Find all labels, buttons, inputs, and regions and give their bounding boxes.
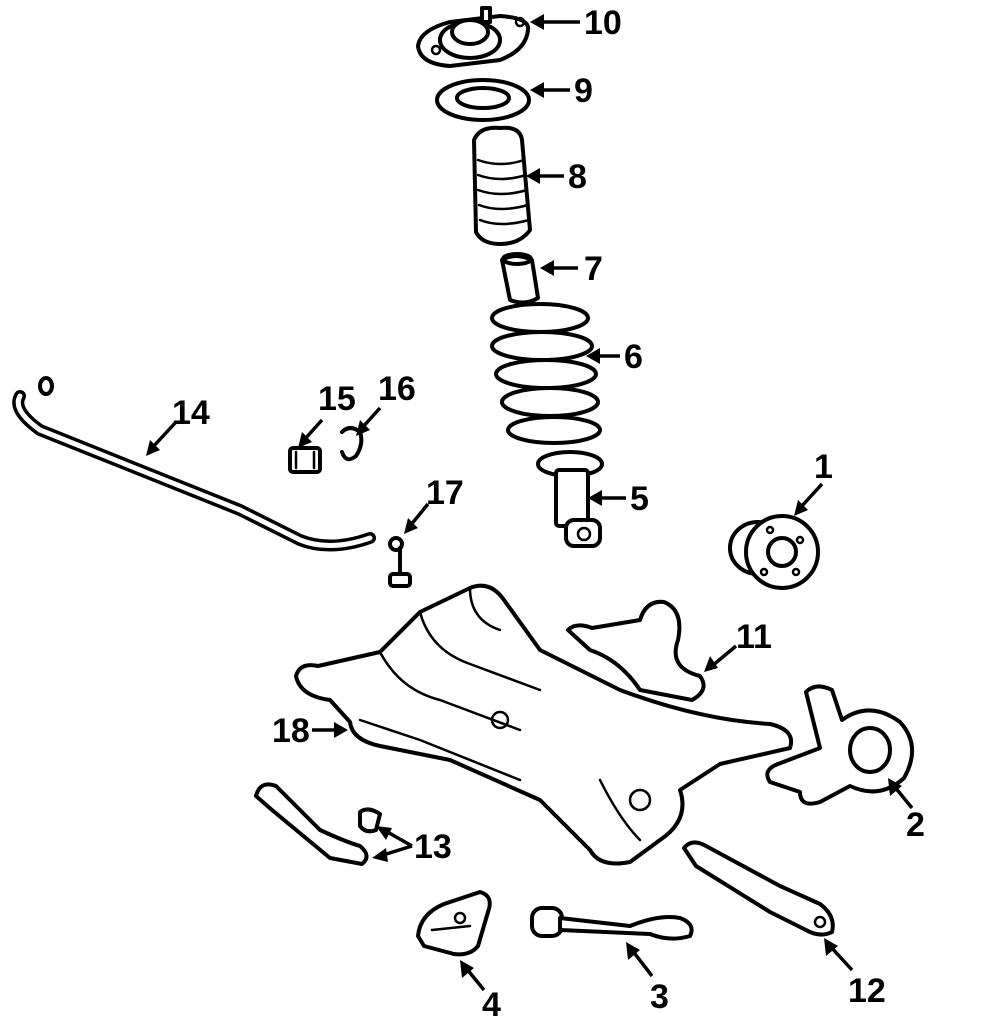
callout-13: 13 (414, 828, 452, 866)
part-10-strut-mount (416, 6, 531, 68)
callout-15: 15 (318, 380, 356, 418)
part-3-lateral-link (530, 906, 694, 941)
part-12-trailing-arm (682, 840, 835, 937)
part-7-bump-stop (500, 252, 540, 305)
part-4-bracket (416, 890, 492, 957)
callout-5: 5 (630, 480, 649, 518)
callout-18: 18 (272, 712, 310, 750)
callout-4: 4 (482, 986, 501, 1024)
part-15-bushing (288, 446, 322, 474)
part-6-coil-spring (490, 302, 602, 445)
callout-1: 1 (814, 448, 833, 486)
callout-8: 8 (568, 158, 587, 196)
callout-6: 6 (624, 338, 643, 376)
callout-7: 7 (584, 250, 603, 288)
callout-11: 11 (736, 618, 772, 656)
callout-9: 9 (574, 72, 593, 110)
leader-lines (146, 14, 914, 992)
callout-16: 16 (378, 370, 416, 408)
part-18-crossmember (294, 583, 793, 866)
callout-labels: 10 9 8 7 6 5 1 14 15 16 17 11 18 13 2 4 … (172, 4, 925, 1024)
part-13-control-arm (254, 782, 382, 866)
callout-2: 2 (906, 806, 925, 844)
part-5-strut (536, 450, 604, 548)
part-1-hub-bearing (728, 514, 820, 590)
part-9-spring-seat (435, 78, 531, 122)
part-16-bracket (340, 426, 364, 462)
part-2-knuckle (765, 684, 915, 806)
part-14-stabilizer-bar (12, 376, 376, 552)
callout-3: 3 (650, 978, 669, 1016)
part-11-upper-control-arm (566, 599, 706, 702)
part-17-stabilizer-link (388, 536, 412, 588)
callout-14: 14 (172, 394, 210, 432)
callout-10: 10 (584, 4, 622, 42)
callout-12: 12 (848, 972, 886, 1010)
part-8-dust-boot (472, 125, 532, 246)
callout-17: 17 (426, 474, 464, 512)
